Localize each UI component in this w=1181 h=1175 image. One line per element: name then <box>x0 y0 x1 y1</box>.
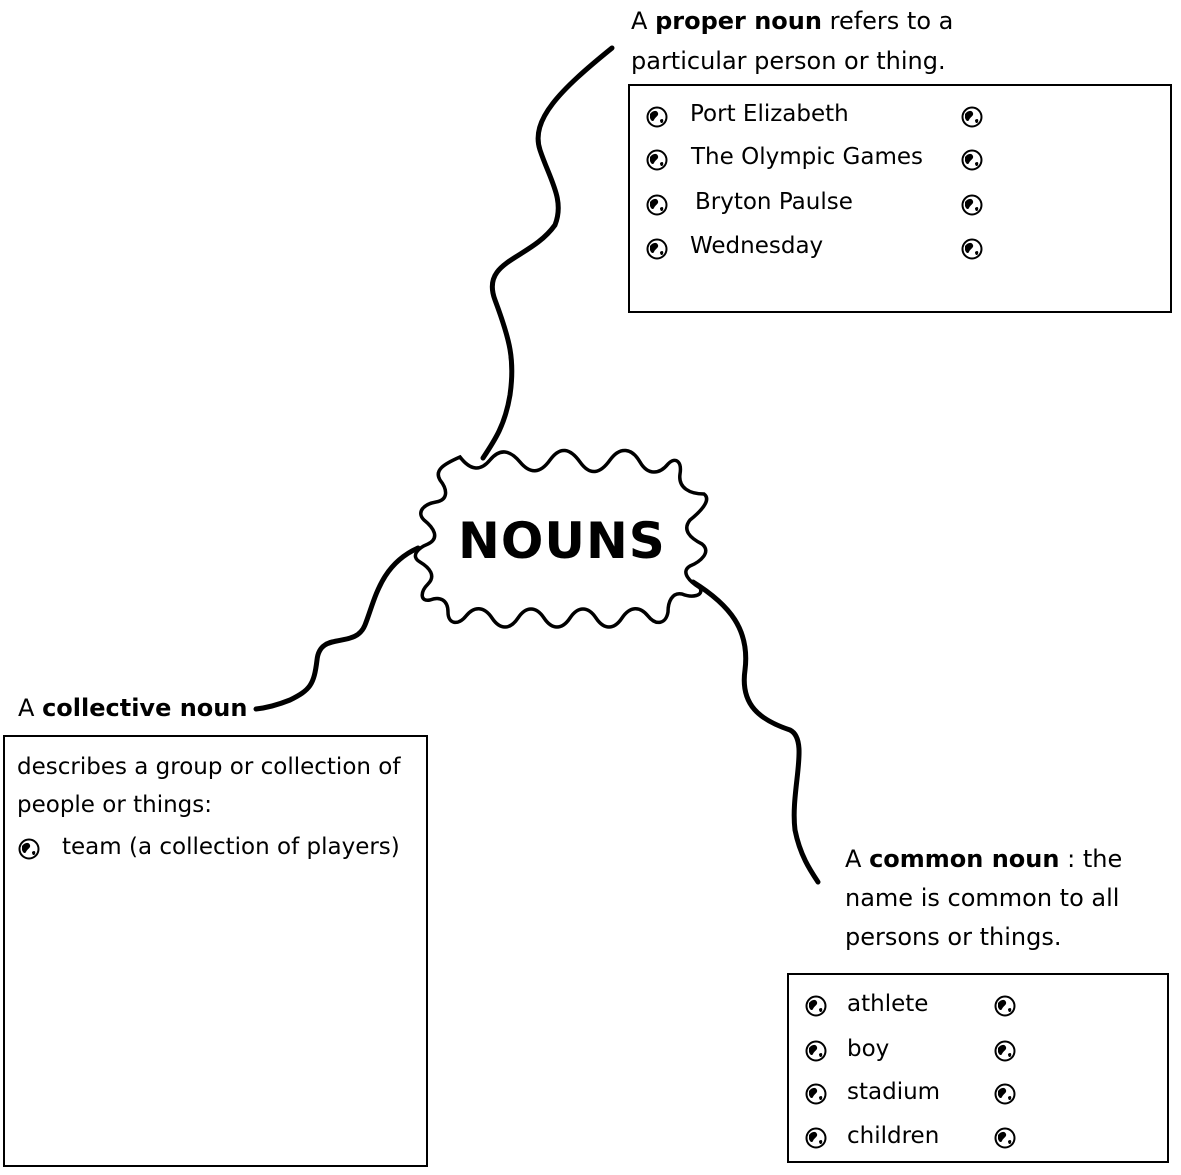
nouns-starburst <box>413 448 709 629</box>
proper-item-4: Wednesday <box>690 233 824 259</box>
globe-icon <box>805 1040 827 1062</box>
globe-icon <box>994 995 1016 1017</box>
globe-icon <box>646 194 668 216</box>
globe-icon <box>994 1127 1016 1149</box>
globe-icon <box>805 1083 827 1105</box>
center-title: NOUNS <box>458 512 666 570</box>
collective-item-1: team (a collection of players) <box>62 834 400 860</box>
common-noun-label-line3: persons or things. <box>845 923 1062 951</box>
globe-icon <box>18 838 40 860</box>
connector-common <box>690 579 821 885</box>
proper-item-1: Port Elizabeth <box>690 101 849 127</box>
common-item-4: children <box>847 1123 940 1149</box>
globe-icon <box>646 149 668 171</box>
globe-icon <box>961 194 983 216</box>
collective-noun-label: A collective noun <box>18 689 247 728</box>
connector-proper <box>480 45 615 461</box>
common-noun-label-line2: name is common to all <box>845 884 1120 912</box>
globe-icon <box>961 238 983 260</box>
common-rest: : the <box>1067 845 1123 873</box>
common-item-3: stadium <box>847 1079 941 1105</box>
globe-icon <box>646 106 668 128</box>
globe-icon <box>805 1127 827 1149</box>
proper-term: proper noun <box>655 7 822 35</box>
collective-noun-box: describes a group or collection of peopl… <box>3 735 428 1167</box>
collective-desc-line1: describes a group or collection of <box>17 754 401 780</box>
proper-noun-label-line2: particular person or thing. <box>631 47 946 75</box>
globe-icon <box>994 1083 1016 1105</box>
proper-rest: refers to a <box>829 7 954 35</box>
proper-noun-box: Port Elizabeth The Olympic Games Bryton … <box>628 84 1172 313</box>
common-item-2: boy <box>847 1036 890 1062</box>
collective-prefix: A <box>18 694 35 722</box>
connector-collective <box>253 545 421 712</box>
proper-item-3: Bryton Paulse <box>695 189 853 215</box>
common-noun-label-line1: A common noun : the <box>845 840 1122 879</box>
proper-prefix: A <box>631 7 648 35</box>
common-term: common noun <box>869 845 1060 873</box>
common-noun-box: athlete boy stadium children <box>787 973 1169 1163</box>
proper-noun-label-line1: A proper noun refers to a <box>631 2 953 41</box>
proper-item-2: The Olympic Games <box>691 144 923 170</box>
globe-icon <box>961 106 983 128</box>
common-prefix: A <box>845 845 862 873</box>
globe-icon <box>961 149 983 171</box>
common-item-1: athlete <box>847 991 929 1017</box>
collective-term: collective noun <box>42 694 248 722</box>
globe-icon <box>805 995 827 1017</box>
globe-icon <box>994 1040 1016 1062</box>
globe-icon <box>646 238 668 260</box>
collective-desc-line2: people or things: <box>17 792 213 818</box>
